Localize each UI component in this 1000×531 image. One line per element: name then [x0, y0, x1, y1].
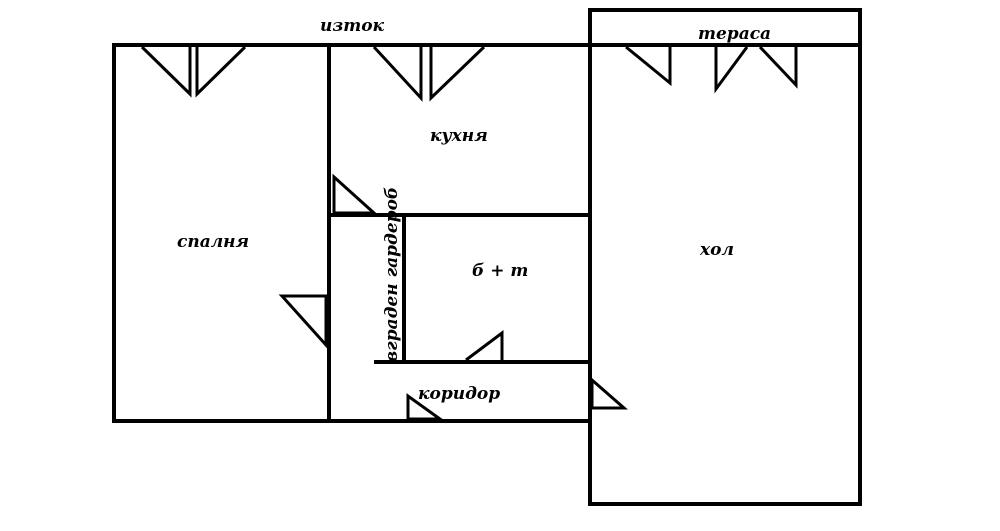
living-window-right-2: [758, 45, 798, 89]
wardrobe-label: вграден гардероб: [382, 187, 402, 362]
bedroom-door-swing: [278, 294, 328, 349]
kitchen-label: кухня: [430, 126, 488, 146]
living-window-left: [625, 45, 672, 87]
corridor-door-swing: [406, 393, 445, 421]
bathroom-label: б + т: [472, 261, 528, 281]
kitchen-door-swing: [332, 173, 378, 215]
living-window-right: [714, 46, 749, 94]
bathroom-door-swing: [465, 330, 504, 362]
bedroom-window-left: [140, 45, 192, 98]
corridor-label: коридор: [418, 384, 500, 404]
kitchen-window-left: [372, 45, 423, 102]
bedroom-window-right: [195, 45, 247, 98]
kitchen-window-right: [429, 45, 486, 102]
terrace-label: тераса: [698, 24, 771, 44]
living-room-walls: [588, 8, 862, 506]
openings: [140, 45, 798, 421]
orientation-label: изток: [320, 16, 385, 36]
walls: [112, 8, 862, 506]
bedroom-label: спалня: [177, 232, 249, 252]
living-room-label: хол: [699, 240, 734, 260]
living-door-swing: [590, 376, 628, 410]
